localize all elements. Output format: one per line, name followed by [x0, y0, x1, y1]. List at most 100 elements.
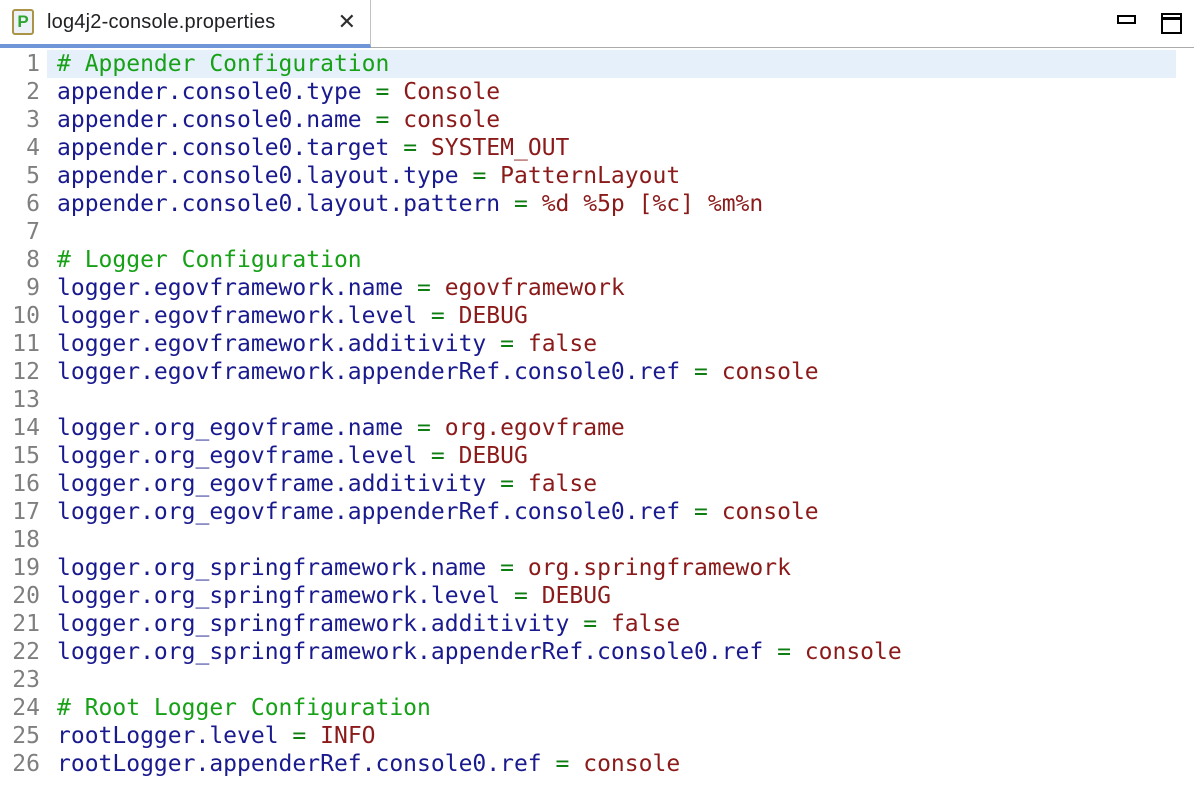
code-text[interactable]: logger.org_springframework.name = org.sp… [47, 554, 1176, 582]
space [445, 303, 459, 329]
line-number: 26 [12, 751, 40, 777]
space [403, 415, 417, 441]
space [708, 499, 722, 525]
code-text[interactable]: appender.console0.name = console [47, 106, 1176, 134]
equals-token: = [375, 107, 390, 133]
code-text[interactable]: logger.egovframework.name = egovframewor… [47, 274, 1176, 302]
space [569, 751, 583, 777]
line-number: 19 [12, 555, 40, 581]
property-value-token: DEBUG [458, 303, 528, 329]
code-text[interactable] [47, 218, 1176, 246]
space [431, 275, 445, 301]
equals-token: = [583, 611, 598, 637]
code-line[interactable]: 6 appender.console0.layout.pattern = %d %… [0, 190, 1176, 218]
code-text[interactable] [47, 526, 1176, 554]
maximize-icon[interactable] [1161, 13, 1182, 34]
line-number: 13 [12, 387, 40, 413]
equals-token: = [417, 415, 431, 441]
code-text[interactable]: logger.egovframework.level = DEBUG [47, 302, 1176, 330]
space [528, 191, 542, 217]
code-text[interactable]: appender.console0.layout.pattern = %d %5… [47, 190, 1176, 218]
property-value-token: console [721, 359, 819, 385]
code-text[interactable]: logger.egovframework.appenderRef.console… [47, 358, 1176, 386]
line-number: 6 [26, 191, 40, 217]
code-text[interactable]: logger.org_egovframe.name = org.egovfram… [47, 414, 1176, 442]
equals-token: = [430, 443, 445, 469]
code-text[interactable]: logger.org_springframework.appenderRef.c… [47, 638, 1176, 666]
line-number: 23 [12, 667, 40, 693]
code-text[interactable]: appender.console0.layout.type = PatternL… [47, 162, 1176, 190]
space [403, 275, 417, 301]
property-key-token: logger.org_egovframe.appenderRef.console… [57, 499, 681, 525]
space [680, 359, 694, 385]
property-key-token: logger.org_egovframe.additivity [57, 471, 487, 497]
code-text[interactable]: rootLogger.level = INFO [47, 722, 1176, 750]
code-text[interactable]: rootLogger.appenderRef.console0.ref = co… [47, 750, 1176, 778]
code-line[interactable]: 14 logger.org_egovframe.name = org.egovfr… [0, 414, 1176, 442]
code-line[interactable]: 18 [0, 526, 1176, 554]
line-number: 22 [12, 639, 40, 665]
code-line[interactable]: 26 rootLogger.appenderRef.console0.ref = … [0, 750, 1176, 778]
code-text[interactable] [47, 386, 1176, 414]
property-value-token: console [804, 639, 902, 665]
space [362, 107, 376, 133]
code-text[interactable]: logger.org_springframework.level = DEBUG [47, 582, 1176, 610]
property-value-token: false [527, 471, 598, 497]
property-key-token: appender.console0.layout.type [57, 163, 459, 189]
tab-log4j2-console-properties[interactable]: P log4j2-console.properties ✕ [0, 0, 371, 48]
line-number: 14 [12, 415, 40, 441]
code-line[interactable]: 13 [0, 386, 1176, 414]
space [389, 107, 403, 133]
space [528, 583, 542, 609]
code-text[interactable]: logger.org_springframework.additivity = … [47, 610, 1176, 638]
code-text[interactable]: # Root Logger Configuration [47, 694, 1176, 722]
code-text[interactable]: logger.org_egovframe.appenderRef.console… [47, 498, 1176, 526]
comment-token: # Logger Configuration [57, 247, 362, 273]
tab-close-icon[interactable]: ✕ [337, 9, 356, 34]
code-text[interactable]: logger.org_egovframe.additivity = false [47, 470, 1176, 498]
property-key-token: logger.org_springframework.level [57, 583, 501, 609]
code-text[interactable]: logger.egovframework.additivity = false [47, 330, 1176, 358]
code-line[interactable]: 8 # Logger Configuration [0, 246, 1176, 274]
code-line[interactable]: 24# Root Logger Configuration [0, 694, 1176, 722]
code-text[interactable]: appender.console0.target = SYSTEM_OUT [47, 134, 1176, 162]
property-key-token: rootLogger.level [57, 723, 279, 749]
code-line[interactable]: 23 [0, 666, 1176, 694]
equals-token: = [513, 583, 528, 609]
space [597, 611, 611, 637]
code-line[interactable]: 1 # Appender Configuration [0, 50, 1176, 78]
line-number: 8 [26, 247, 40, 273]
code-line[interactable]: 7 [0, 218, 1176, 246]
code-text[interactable] [47, 666, 1176, 694]
minimize-icon[interactable] [1117, 15, 1136, 24]
code-text[interactable]: logger.org_egovframe.level = DEBUG [47, 442, 1176, 470]
code-line[interactable]: 22 logger.org_springframework.appenderRef… [0, 638, 1176, 666]
line-number: 10 [12, 303, 40, 329]
property-value-token: DEBUG [541, 583, 611, 609]
code-text[interactable]: appender.console0.type = Console [47, 78, 1176, 106]
line-number: 1 [26, 51, 40, 77]
code-line[interactable]: 19 logger.org_springframework.name = org.… [0, 554, 1176, 582]
code-text[interactable]: # Logger Configuration [47, 246, 1176, 274]
code-line[interactable]: 10 logger.egovframework.level = DEBUG [0, 302, 1176, 330]
equals-token: = [777, 639, 791, 665]
equals-token: = [375, 79, 390, 105]
code-text[interactable]: # Appender Configuration [47, 50, 1176, 78]
equals-token: = [693, 499, 708, 525]
space [445, 443, 459, 469]
property-value-token: INFO [320, 723, 376, 749]
